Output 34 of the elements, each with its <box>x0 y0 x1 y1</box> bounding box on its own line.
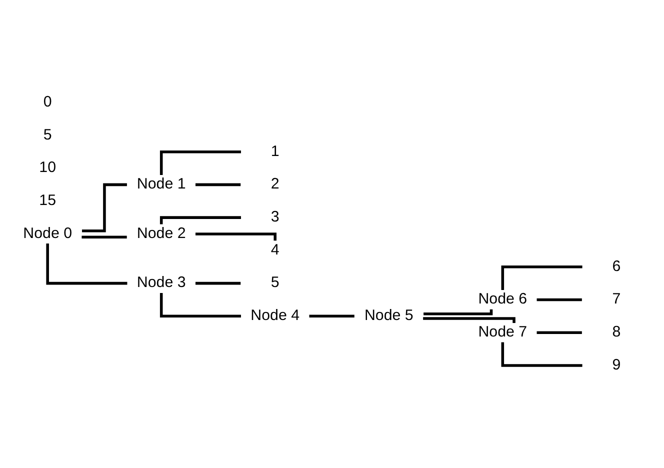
node-text: Node 5 <box>364 307 414 324</box>
connector <box>195 282 241 285</box>
node-text: 1 <box>270 142 280 160</box>
label: 10 <box>39 159 56 176</box>
label: 15 <box>39 192 56 210</box>
node-text: 4 <box>270 241 280 258</box>
node-text: Node 0 <box>23 224 72 242</box>
connector <box>501 342 582 367</box>
connector <box>82 183 127 232</box>
node-text: Node 4 <box>250 307 300 324</box>
connector <box>160 150 241 176</box>
node-text: Node 7 <box>478 324 528 341</box>
node-text: 2 <box>270 176 280 193</box>
node-text: 6 <box>612 258 621 275</box>
node-text: 8 <box>612 324 621 341</box>
node-text: Node 1 <box>136 176 186 193</box>
node-text: 3 <box>270 208 280 226</box>
node-text: 9 <box>612 356 621 374</box>
label: 5 <box>43 126 52 144</box>
connector <box>424 309 493 316</box>
connector <box>82 236 127 239</box>
node-text: Node 6 <box>478 290 528 308</box>
node-text: 5 <box>270 274 280 292</box>
connector <box>160 292 241 318</box>
node-text: Node 2 <box>136 224 186 242</box>
connector <box>309 314 354 318</box>
node-text: Node 3 <box>136 274 186 292</box>
node-text: 7 <box>612 290 621 308</box>
connector <box>501 265 582 290</box>
connector <box>195 183 241 186</box>
connector <box>536 298 582 302</box>
label: 0 <box>43 93 52 110</box>
connector <box>536 331 582 334</box>
connector <box>46 244 128 285</box>
